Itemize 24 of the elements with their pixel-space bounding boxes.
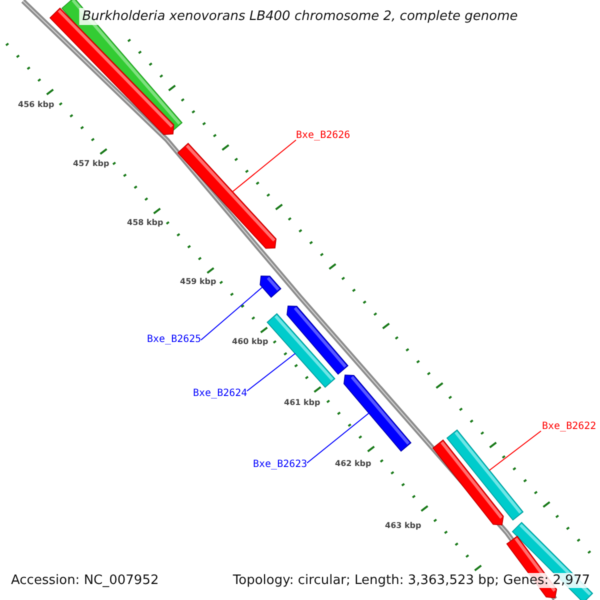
- leader-line: [306, 412, 370, 464]
- gene-label: Bxe_B2623: [253, 459, 308, 470]
- leader-line: [246, 353, 296, 392]
- leader-line: [232, 140, 296, 192]
- gene-label: Bxe_B2625: [147, 334, 202, 345]
- scale-label: 463 kbp: [385, 521, 422, 530]
- gene-label: Bxe_B2626: [296, 130, 350, 141]
- footer-text: Topology: circular; Length: 3,363,523 bp; Genes: 2,977: [230, 573, 592, 588]
- scale-label: 462 kbp: [335, 459, 372, 468]
- gene-label: Bxe_B2624: [193, 388, 248, 399]
- gene-feature: [432, 439, 504, 526]
- leader-line: [488, 430, 542, 471]
- gene-feature: [344, 374, 412, 452]
- gene-feature: [177, 142, 276, 249]
- gene-feature: [260, 276, 282, 298]
- leader-line: [200, 286, 263, 340]
- gene-label: Bxe_B2622: [542, 421, 596, 432]
- scale-label: 459 kbp: [180, 277, 216, 286]
- scale-label: 458 kbp: [127, 218, 164, 227]
- gene-feature: [266, 313, 336, 388]
- scale-label: 456 kbp: [18, 100, 54, 109]
- scale-label: 461 kbp: [284, 398, 320, 407]
- scale-label: 457 kbp: [73, 159, 110, 168]
- scale-label: 460 kbp: [232, 337, 268, 346]
